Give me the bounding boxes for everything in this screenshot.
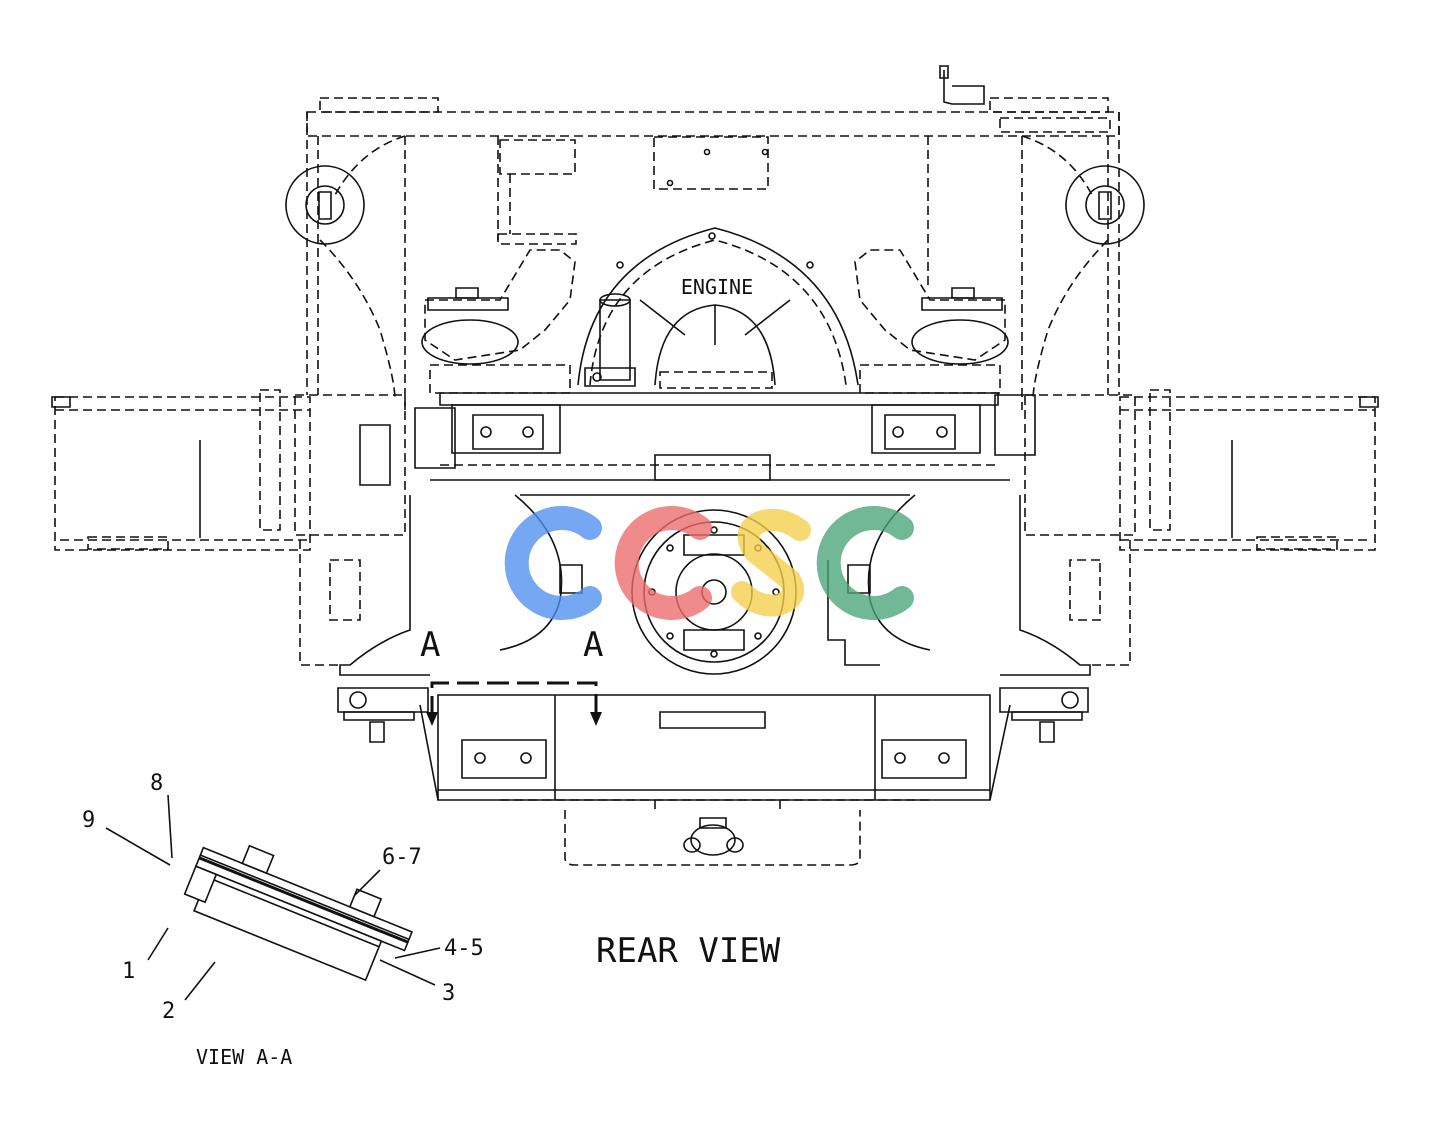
rear-view-title: REAR VIEW [596,931,781,971]
output-flange [632,510,796,674]
cross-member [430,393,1010,495]
engine-mount-right-upper [855,250,1035,455]
callout-9: 9 [82,808,95,833]
engine-mount-lower [338,688,1088,865]
engine-mount-left-upper [360,250,575,485]
watermark-s-yellow [742,520,800,606]
frame-outline [307,66,1119,410]
callout-3: 3 [442,981,455,1006]
callout-4-5: 4-5 [444,936,484,961]
flywheel-housing: ENGINE [578,228,858,388]
section-label-right: A [583,625,603,665]
view-a-a-title: VIEW A-A [196,1045,292,1069]
callout-8: 8 [150,771,163,796]
ccsc-watermark [517,518,902,608]
side-rail-left [52,390,405,550]
section-marker-a-a: A A [420,625,603,726]
lifting-eye-right [1066,166,1144,244]
watermark-c-red [627,518,700,608]
watermark-c-green [829,518,902,608]
side-rail-right [1025,390,1378,550]
engine-label: ENGINE [681,275,753,299]
callout-1: 1 [122,959,135,984]
callout-6-7: 6-7 [382,845,422,870]
watermark-c-blue [517,518,590,608]
callout-2: 2 [162,999,175,1024]
lifting-eye-left [286,166,364,244]
section-label-left: A [420,625,440,665]
view-a-a-detail: 8 9 6-7 4-5 1 3 2 VIEW A-A [82,771,484,1069]
